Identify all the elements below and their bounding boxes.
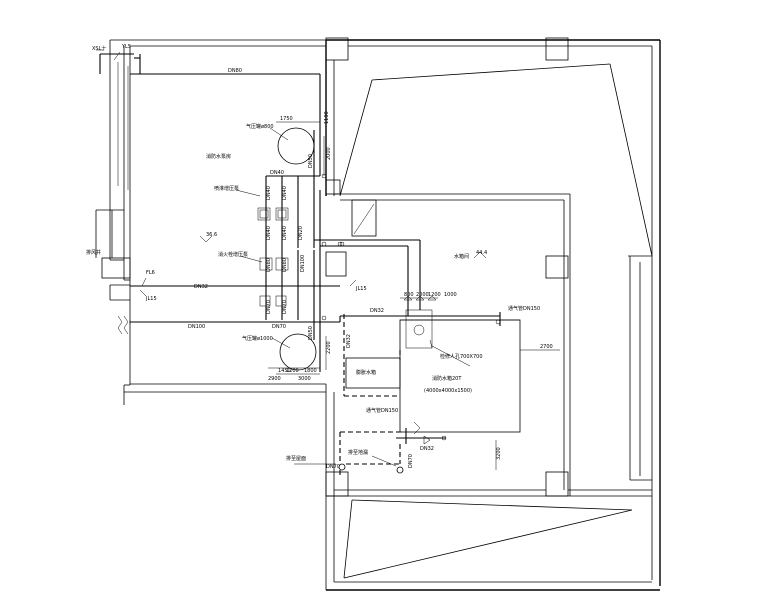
- dim-1100: 1100: [324, 111, 330, 124]
- label-dn50-bottom: DN50: [308, 326, 314, 340]
- label-dn40-h: DN40: [270, 170, 284, 176]
- label-expansion-tank: 膨胀水箱: [356, 369, 376, 376]
- label-dn80: DN80: [228, 68, 242, 74]
- label-yl5: YL5: [121, 44, 131, 50]
- dim-1750: 1750: [280, 116, 293, 122]
- label-fire-pump-room: 消防水泵房: [206, 153, 231, 160]
- label-dn20: DN20: [298, 226, 304, 240]
- pressure-tank-bottom: [279, 333, 317, 371]
- label-dn70-h: DN70: [272, 324, 286, 330]
- valves: [321, 173, 501, 445]
- label-manhole: 检修人孔700X700: [440, 353, 483, 360]
- label-jl15-right: JL15: [355, 286, 367, 292]
- dim-3000: 3000: [298, 376, 311, 382]
- leader-spray: [235, 189, 261, 197]
- leader-tank-top: [269, 127, 289, 141]
- dim-1000: 1000: [444, 292, 457, 298]
- label-dn80-a: DN80: [266, 258, 272, 272]
- dim-1450: 1450: [278, 368, 291, 374]
- pipes-solid: [99, 53, 501, 444]
- label-spray-booster-pump: 喷淋增压泵: [214, 185, 239, 192]
- label-dn40-a: DN40: [266, 186, 272, 200]
- label-dn32-top: DN32: [370, 308, 384, 314]
- label-elev-36-6: 36.6: [206, 232, 217, 238]
- leader-jl15-right: [349, 279, 357, 287]
- label-hydrant-booster-pump: 消火栓增压泵: [218, 251, 248, 258]
- label-xsl: XSL十: [92, 45, 106, 52]
- pump-units: [257, 207, 289, 307]
- dim-1200b: 1200: [428, 292, 441, 298]
- label-dn32-left: DN32: [194, 284, 208, 290]
- fire-water-tank: [399, 309, 521, 433]
- walls-outer: [325, 37, 661, 591]
- expansion-tank: [345, 357, 401, 389]
- dim-3200: 3200: [496, 447, 502, 460]
- label-vent-pipe-top: 通气管DN150: [508, 305, 540, 312]
- drain-roof-outlet: [338, 463, 346, 471]
- label-dn80-b: DN80: [282, 258, 288, 272]
- label-pressure-tank-top: 气压罐ø800: [246, 123, 274, 130]
- label-fire-tank-name: 消防水箱20T: [432, 375, 462, 382]
- leader-yl5: [113, 51, 121, 61]
- label-dn70-b: DN70: [282, 300, 288, 314]
- label-dn70-a: DN70: [266, 300, 272, 314]
- elevation-marker-left: [199, 235, 213, 243]
- label-dn40-d: DN40: [282, 226, 288, 240]
- pipes-dashed: [339, 314, 402, 476]
- label-dn70-v: DN70: [408, 454, 414, 468]
- label-dn100-v: DN100: [300, 255, 306, 272]
- leader-tank-bottom: [271, 337, 291, 349]
- dim-1200: 1200: [286, 368, 299, 374]
- dim-2000: 2000: [326, 147, 332, 160]
- label-jl15-left: JL15: [145, 296, 157, 302]
- dim-800: 800: [404, 292, 414, 298]
- dim-1800: 1800: [304, 368, 317, 374]
- dim-2200: 2200: [326, 341, 332, 354]
- label-elev-44-4: 44.4: [476, 250, 487, 256]
- label-drain-roof: 排至屋面: [286, 455, 306, 462]
- label-dn50-top: DN50: [308, 154, 314, 168]
- leader-jl15: [139, 289, 147, 297]
- drain-floor-outlet: [396, 466, 404, 474]
- dim-2000b: 2000: [416, 292, 429, 298]
- label-dn40-b: DN40: [282, 186, 288, 200]
- leader-manhole: [429, 339, 433, 349]
- label-vent-pipe-bottom: 通气管DN150: [366, 407, 398, 414]
- walls-left: [95, 37, 349, 405]
- label-fl6: FL6: [146, 270, 155, 276]
- leader-fl6: [141, 277, 147, 287]
- leader-hydrant: [239, 255, 263, 263]
- label-dn32-v: DN32: [346, 334, 352, 348]
- label-dn70-bottom: DN70: [326, 464, 340, 470]
- label-water-tank-room: 水箱间: [454, 253, 469, 260]
- elevation-marker-right: [473, 251, 487, 259]
- label-dn100-h: DN100: [188, 324, 205, 330]
- label-dn32-bottom: DN32: [420, 446, 434, 452]
- dim-2900: 2900: [268, 376, 281, 382]
- leader-drain-floor: [371, 455, 397, 467]
- dimension-lines: [129, 121, 560, 470]
- label-drain-floor-drain: 排至地漏: [348, 449, 368, 456]
- label-fire-tank-size: (4000x4000x1500): [424, 388, 472, 394]
- label-exhaust-shaft: 排风井: [86, 249, 101, 256]
- label-pressure-tank-bottom: 气压罐ø1000: [242, 335, 273, 342]
- label-dn40-c: DN40: [266, 226, 272, 240]
- dim-2700: 2700: [540, 344, 553, 350]
